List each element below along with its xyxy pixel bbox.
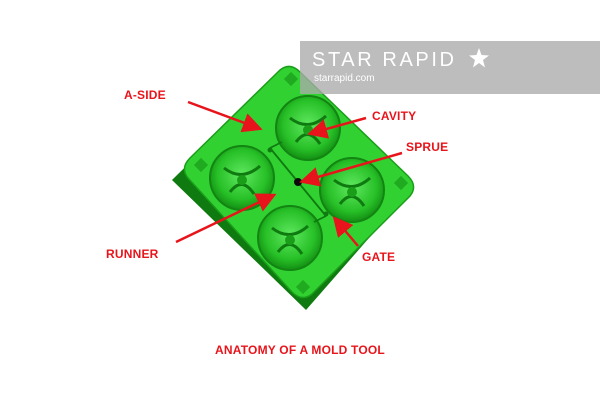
label-runner: RUNNER [106,247,159,261]
cavity-bottom [257,205,323,271]
label-cavity: CAVITY [372,109,417,123]
sprue-hole [294,178,302,186]
watermark-url: starrapid.com [314,73,375,84]
diagram-caption: ANATOMY OF A MOLD TOOL [215,343,385,357]
star-logo-icon [469,48,489,68]
label-gate: GATE [362,250,396,264]
label-a-side: A-SIDE [124,88,166,102]
watermark-brand: STAR RAPID [312,49,457,71]
arrow-sprue [299,151,403,187]
label-sprue: SPRUE [406,140,449,154]
annotation-arrows [175,100,403,247]
arrow-runner [175,193,277,244]
arrow-gate [332,216,359,247]
watermark: STAR RAPID starrapid.com [300,41,600,94]
arrow-cavity [307,116,367,139]
arrow-a-side [187,100,263,133]
cavity-right [319,157,385,223]
